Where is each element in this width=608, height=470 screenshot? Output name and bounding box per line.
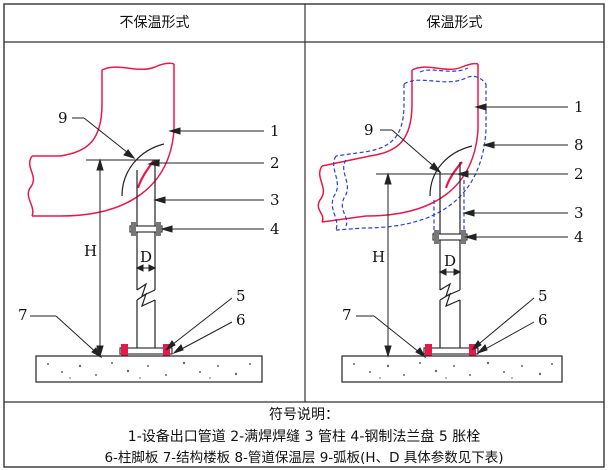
left-arc-plate	[121, 143, 165, 197]
right-floor-slab	[341, 355, 563, 383]
right-callout-8: 8	[574, 136, 584, 154]
right-callout-3: 3	[574, 204, 584, 222]
right-callout-1: 1	[574, 98, 584, 116]
left-diagram	[27, 62, 264, 383]
left-leaders	[30, 117, 264, 359]
left-callout-1: 1	[270, 122, 280, 140]
right-callout-7: 7	[342, 306, 352, 324]
legend-line-2-text: 6-柱脚板 7-结构楼板 8-管道保温层 9-弧板(H、D 具体参数见下表)	[104, 450, 504, 466]
left-callout-7: 7	[18, 306, 28, 324]
left-callout-6: 6	[236, 311, 246, 329]
header-right-text: 保温形式	[426, 15, 483, 31]
left-base-plate	[119, 344, 173, 358]
left-callout-2: 2	[270, 154, 280, 172]
table-border	[3, 3, 605, 468]
left-label-d: D	[140, 248, 152, 266]
right-label-d: D	[444, 252, 456, 270]
right-flange	[432, 230, 468, 244]
legend-line-1-text: 1-设备出口管道 2-满焊焊缝 3 管柱 4-钢制法兰盘 5 胀栓	[127, 429, 481, 445]
right-elbow-pipe	[317, 62, 479, 223]
right-column	[439, 162, 461, 348]
left-elbow-pipe	[27, 62, 175, 217]
right-arc-plate	[429, 145, 473, 197]
left-flange	[129, 222, 163, 236]
right-label-h: H	[372, 248, 385, 266]
header-right: 保温形式	[305, 5, 604, 41]
left-callout-3: 3	[270, 191, 280, 209]
right-diagram	[317, 62, 568, 383]
legend-title: 符号说明：	[0, 404, 608, 424]
right-dimension-d	[438, 268, 462, 276]
right-dimension-h	[376, 172, 462, 358]
right-callout-4: 4	[574, 228, 584, 246]
legend-line-2: 6-柱脚板 7-结构楼板 8-管道保温层 9-弧板(H、D 具体参数见下表)	[0, 446, 608, 466]
left-label-h: H	[84, 242, 97, 260]
legend-title-text: 符号说明：	[269, 407, 339, 423]
left-floor-slab	[35, 355, 263, 383]
left-dimension-h	[86, 158, 160, 358]
header-left-text: 不保温形式	[119, 15, 190, 31]
right-insulation-layer	[331, 67, 487, 240]
right-leaders	[356, 103, 568, 359]
left-callout-4: 4	[270, 220, 280, 238]
right-callout-9: 9	[364, 121, 374, 139]
right-base-plate	[423, 344, 479, 358]
left-callout-5: 5	[236, 287, 246, 305]
left-dimension-d	[135, 264, 157, 272]
left-callout-9: 9	[58, 109, 68, 127]
right-callout-6: 6	[538, 311, 548, 329]
header-left: 不保温形式	[4, 5, 305, 41]
legend-line-1: 1-设备出口管道 2-满焊焊缝 3 管柱 4-钢制法兰盘 5 胀栓	[0, 426, 608, 446]
right-callout-5: 5	[538, 287, 548, 305]
right-callout-2: 2	[574, 165, 584, 183]
